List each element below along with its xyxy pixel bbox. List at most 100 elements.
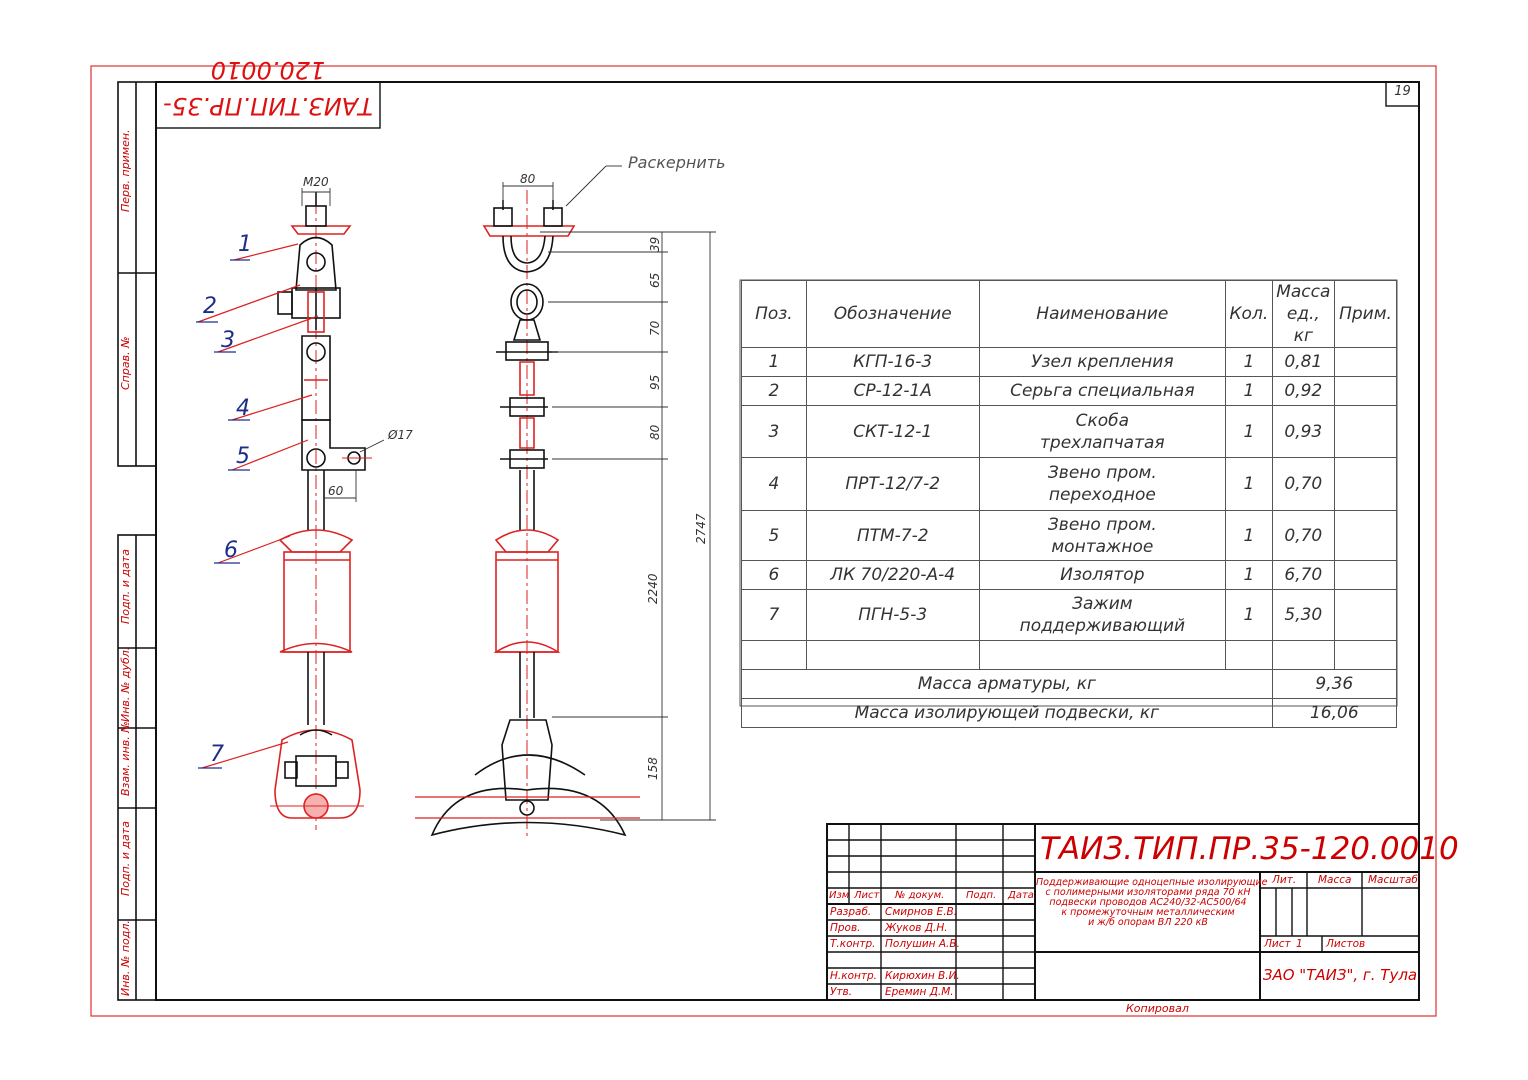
dim-80-top: 80 [520, 172, 536, 186]
col-izm: Изм [829, 890, 850, 901]
header-pos: Поз. [741, 280, 807, 348]
dim-2240: 2240 [646, 573, 660, 604]
row-name: Изолятор [978, 560, 1227, 590]
massa-label: Масса [1318, 874, 1352, 886]
side-view [415, 190, 640, 840]
dim-80-side: 80 [648, 424, 662, 440]
row-designation: СКТ-12-1 [805, 405, 980, 458]
sig-role: Пров. [830, 922, 861, 934]
header-qty: Кол. [1225, 280, 1273, 348]
sheet-number-box [1385, 81, 1420, 107]
row-qty: 1 [1225, 376, 1273, 406]
row-qty: 1 [1225, 589, 1273, 641]
dim-158: 158 [646, 757, 660, 780]
row-note [1334, 589, 1397, 641]
row-qty: 1 [1225, 457, 1273, 511]
sig-role: Разраб. [830, 906, 872, 918]
row-pos: 2 [741, 376, 807, 406]
spec-header-row: Поз. Обозначение Наименование Кол. Масса… [741, 280, 1397, 348]
callout-leaders [196, 243, 319, 769]
row-mass: 0,70 [1271, 510, 1336, 561]
row-name: Звено пром. переходное [978, 457, 1227, 511]
col-ndoc: № докум. [895, 890, 945, 901]
row-mass: 0,81 [1271, 347, 1336, 377]
row-name: Серьга специальная [978, 376, 1227, 406]
row-note [1334, 560, 1397, 590]
row-designation: СР-12-1А [805, 376, 980, 406]
sig-role: Т.контр. [830, 938, 876, 950]
row-qty: 1 [1225, 510, 1273, 561]
side-label-inv-dubl: Инв. № дубл. [119, 646, 132, 722]
side-label-vzam-inv: Взам. инв. № [119, 721, 132, 796]
trim-border [90, 65, 1437, 1017]
header-mass: Масса ед., кг [1271, 280, 1336, 348]
row-pos: 4 [741, 457, 807, 511]
sig-role: Утв. [830, 986, 853, 998]
dim-95: 95 [648, 374, 662, 390]
row-designation: ПРТ-12/7-2 [805, 457, 980, 511]
callout-4: 4 [236, 396, 250, 421]
row-note [1334, 405, 1397, 458]
dim-d17: Ø17 [388, 428, 413, 442]
callout-6: 6 [224, 538, 238, 563]
row-mass: 0,93 [1271, 405, 1336, 458]
sheet-value: 1 [1296, 938, 1303, 950]
front-dimensions [301, 188, 385, 502]
dim-70: 70 [648, 320, 662, 336]
row-designation: ПТМ-7-2 [805, 510, 980, 561]
rotated-code-box [155, 81, 381, 129]
side-label-perv-primen: Перв. примен. [119, 129, 132, 212]
callout-5: 5 [236, 444, 250, 469]
row-pos: 6 [741, 560, 807, 590]
table-row: 5 ПТМ-7-2 Звено пром. монтажное 1 0,70 [741, 510, 1397, 561]
row-mass: 5,30 [1271, 589, 1336, 641]
row-qty: 1 [1225, 405, 1273, 458]
dim-2747: 2747 [694, 513, 708, 544]
table-row: 4 ПРТ-12/7-2 Звено пром. переходное 1 0,… [741, 457, 1397, 511]
total-value: 16,06 [1271, 698, 1398, 728]
callout-7: 7 [210, 742, 224, 767]
side-label-podp-data-1: Подп. и дата [119, 549, 132, 624]
row-note [1334, 347, 1397, 377]
title-block-description: Поддерживающие одноцепные изолирующие с … [1036, 877, 1268, 928]
copied-label: Копировал [1126, 1002, 1189, 1015]
row-pos: 1 [741, 347, 807, 377]
rotated-drawing-code: ТАИЗ.ТИП.ПР.35-120.0010 [163, 56, 373, 120]
callout-3: 3 [221, 328, 235, 353]
row-designation: ЛК 70/220-А-4 [805, 560, 980, 590]
sig-name: Полушин А.В. [885, 938, 960, 950]
sheet-number: 19 [1394, 84, 1411, 99]
table-row: 2 СР-12-1А Серьга специальная 1 0,92 [741, 376, 1397, 406]
dim-65: 65 [648, 272, 662, 288]
table-row: 7 ПГН-5-3 Зажим поддерживающий 1 5,30 [741, 589, 1397, 641]
side-label-podp-data-2: Подп. и дата [119, 821, 132, 896]
dim-39: 39 [648, 236, 662, 252]
table-row: 3 СКТ-12-1 Скоба трехлапчатая 1 0,93 [741, 405, 1397, 458]
company-name: ЗАО "ТАИЗ", г. Тула [1262, 966, 1418, 984]
row-pos: 5 [741, 510, 807, 561]
row-mass: 0,92 [1271, 376, 1336, 406]
sig-name: Смирнов Е.В. [885, 906, 958, 918]
row-note [1334, 510, 1397, 561]
row-pos: 3 [741, 405, 807, 458]
lit-label: Лит. [1272, 874, 1297, 886]
side-dimensions [502, 165, 716, 821]
total-row-fittings: Масса арматуры, кг 9,36 [741, 669, 1398, 699]
sig-name: Еремин Д.М. [885, 986, 954, 998]
sig-name: Кирюхин В.И. [885, 970, 960, 982]
header-note: Прим. [1334, 280, 1397, 348]
sig-name: Жуков Д.Н. [885, 922, 948, 934]
spec-table: Поз. Обозначение Наименование Кол. Масса… [741, 280, 1398, 728]
row-name: Узел крепления [978, 347, 1227, 377]
sheet-label: Лист [1264, 938, 1291, 950]
dim-60: 60 [328, 484, 344, 498]
total-label: Масса изолирующей подвески, кг [741, 698, 1273, 728]
front-view [270, 192, 372, 830]
side-label-inv-podl: Инв. № подл. [119, 920, 132, 996]
left-strip [117, 81, 157, 1001]
col-podp: Подп. [966, 890, 997, 901]
side-label-sprav-no: Справ. № [119, 336, 132, 390]
sig-role: Н.контр. [830, 970, 877, 982]
title-block-code: ТАИЗ.ТИП.ПР.35-120.0010 [1040, 831, 1459, 867]
